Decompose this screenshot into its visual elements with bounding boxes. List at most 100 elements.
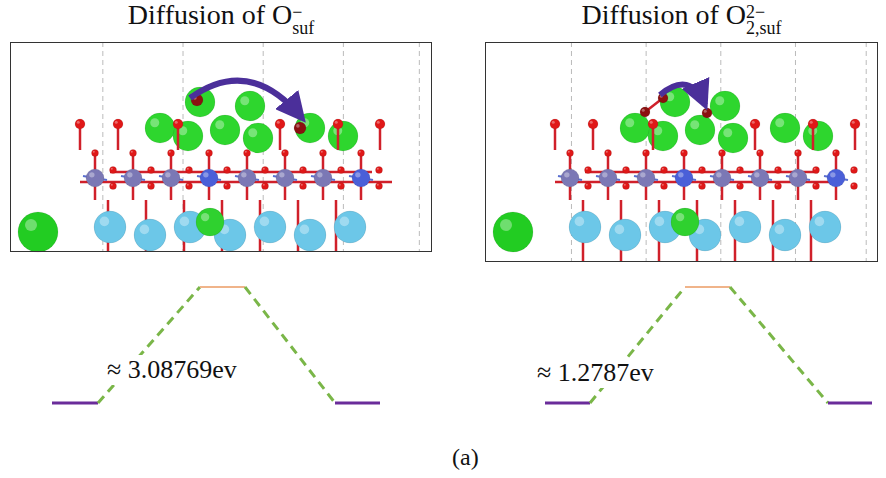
- oxygen-atom: [186, 183, 193, 190]
- metal-atom: [713, 169, 731, 187]
- oxygen-atom: [851, 183, 858, 190]
- cation-sphere: [809, 211, 841, 243]
- highlight: [700, 184, 702, 186]
- oxygen-atom: [813, 183, 820, 190]
- cation-sphere: [609, 219, 641, 251]
- oxygen-atom: [148, 167, 155, 174]
- oxygen-atom: [808, 119, 818, 129]
- cation-sphere: [254, 211, 286, 243]
- highlight: [277, 121, 280, 124]
- cation-sphere: [729, 211, 761, 243]
- highlight: [678, 172, 683, 177]
- highlight: [115, 121, 118, 124]
- highlight: [758, 151, 760, 153]
- oxygen-atom: [282, 150, 289, 157]
- metal-atom: [276, 169, 294, 187]
- highlight: [263, 168, 265, 170]
- metal-atom: [352, 169, 370, 187]
- metal-atom: [86, 169, 104, 187]
- oxygen-atom: [775, 183, 782, 190]
- cation-sphere: [710, 91, 740, 121]
- highlight: [552, 121, 555, 124]
- highlight: [263, 184, 265, 186]
- metal-atom: [314, 169, 332, 187]
- metal-atom: [675, 169, 693, 187]
- highlight: [720, 151, 722, 153]
- oxygen-atom: [623, 167, 630, 174]
- oxygen-atom: [750, 119, 760, 129]
- oxygen-atom: [661, 183, 668, 190]
- cation-sphere: [770, 113, 800, 143]
- highlight: [650, 121, 653, 124]
- cation-sphere: [620, 113, 650, 143]
- highlight: [776, 184, 778, 186]
- highlight: [716, 172, 721, 177]
- highlight: [852, 121, 855, 124]
- oxygen-atom: [300, 183, 307, 190]
- oxygen-atom: [300, 167, 307, 174]
- highlight: [738, 168, 740, 170]
- oxygen-atom: [376, 183, 383, 190]
- highlight: [25, 219, 37, 231]
- highlight: [150, 118, 159, 127]
- highlight: [248, 128, 257, 137]
- highlight: [180, 217, 190, 227]
- energy-profile: [52, 287, 380, 403]
- oxygen-atom: [110, 183, 117, 190]
- highlight: [260, 217, 270, 227]
- highlight: [187, 168, 189, 170]
- highlight: [814, 168, 816, 170]
- cation-sphere: [196, 208, 224, 236]
- oxygen-atom: [585, 167, 592, 174]
- highlight: [149, 184, 151, 186]
- highlight: [296, 124, 300, 128]
- highlight: [339, 168, 341, 170]
- cation-sphere: [671, 208, 699, 236]
- highlight: [775, 118, 784, 127]
- oxygen-atom: [168, 150, 175, 157]
- oxygen-atom: [262, 183, 269, 190]
- highlight: [377, 184, 379, 186]
- metal-atom: [827, 169, 845, 187]
- site-subscript: suf: [292, 20, 314, 36]
- highlight: [738, 184, 740, 186]
- metal-atom: [561, 169, 579, 187]
- oxygen-atom: [648, 119, 658, 129]
- diffusion-arrow: [190, 81, 302, 118]
- cation-sphere: [243, 123, 273, 153]
- highlight: [279, 172, 284, 177]
- cation-sphere: [718, 123, 748, 153]
- oxygen-atom: [376, 167, 383, 174]
- site-subscript: 2,suf: [746, 20, 782, 36]
- highlight: [111, 168, 113, 170]
- cation-sphere: [493, 212, 533, 252]
- crystal-structure: [493, 42, 866, 262]
- highlight: [149, 168, 151, 170]
- highlight: [131, 151, 133, 153]
- metal-atom: [238, 169, 256, 187]
- highlight: [624, 168, 626, 170]
- oxygen-atom: [262, 167, 269, 174]
- oxygen-atom: [375, 119, 385, 129]
- metal-atom: [124, 169, 142, 187]
- highlight: [77, 121, 80, 124]
- oxygen-atom: [92, 150, 99, 157]
- highlight: [355, 172, 360, 177]
- oxygen-atom: [851, 167, 858, 174]
- highlight: [301, 184, 303, 186]
- highlight: [568, 151, 570, 153]
- highlight: [602, 172, 607, 177]
- highlight: [225, 184, 227, 186]
- highlight: [662, 168, 664, 170]
- highlight: [575, 217, 585, 227]
- cell-line: [720, 42, 721, 262]
- oxygen-atom: [338, 183, 345, 190]
- cation-sphere: [210, 115, 240, 145]
- oxygen-atom: [757, 150, 764, 157]
- highlight: [615, 225, 625, 235]
- highlight: [796, 151, 798, 153]
- highlight: [300, 225, 310, 235]
- highlight: [624, 184, 626, 186]
- highlight: [245, 151, 247, 153]
- highlight: [776, 168, 778, 170]
